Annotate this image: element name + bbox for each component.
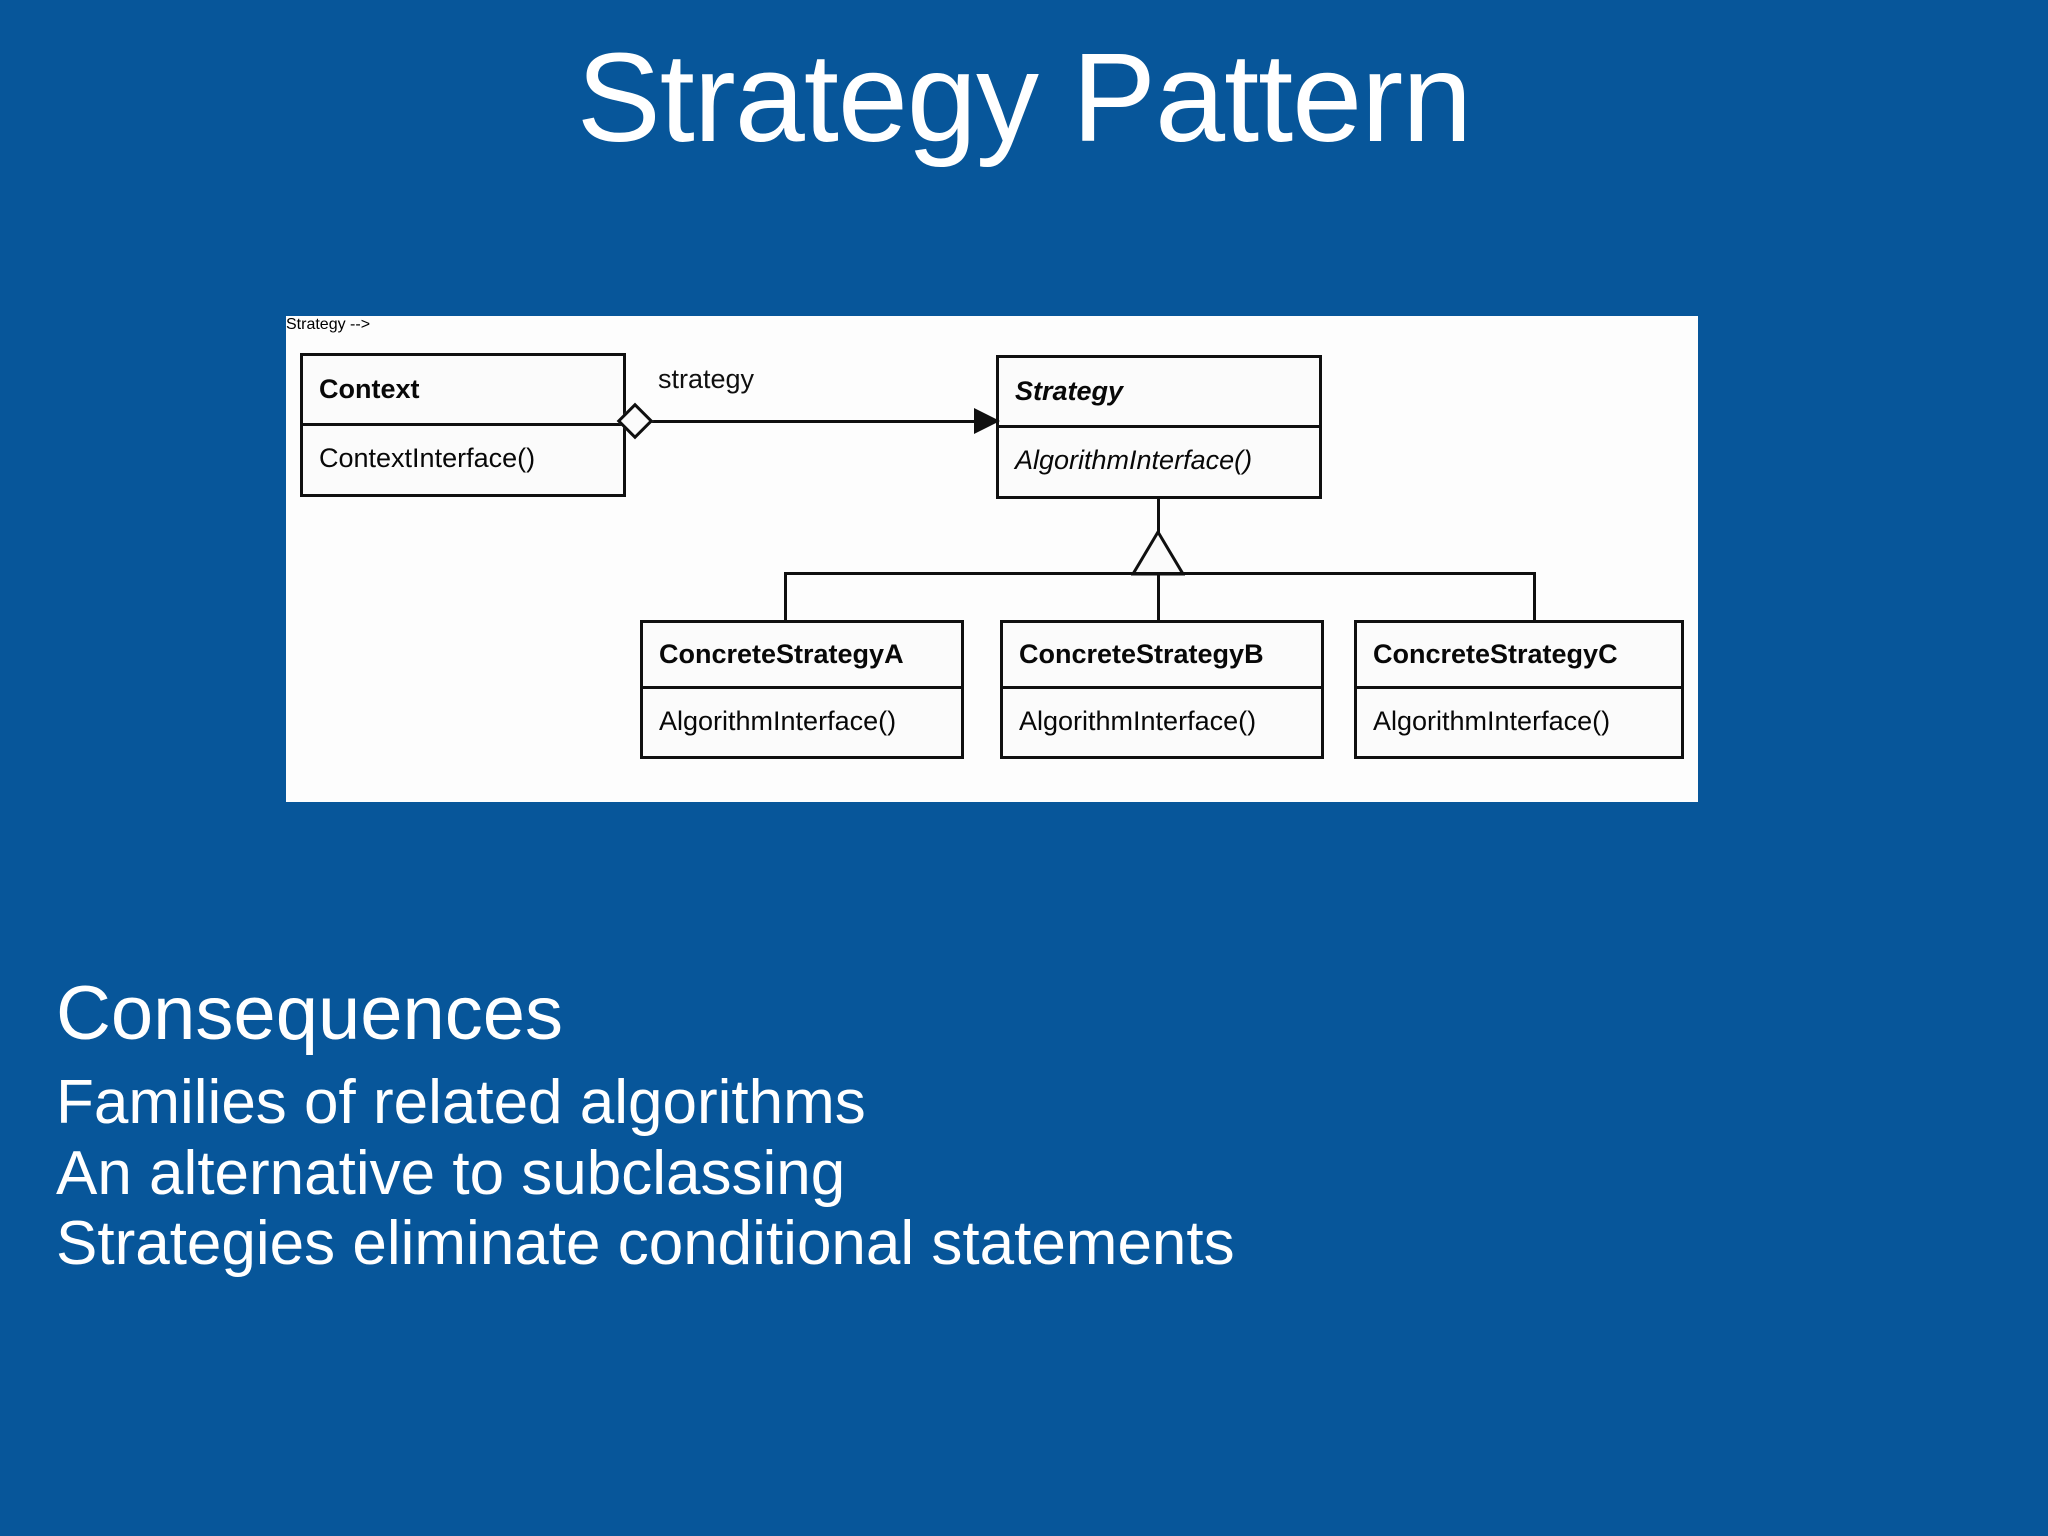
uml-class-concrete-strategy-b: ConcreteStrategyB AlgorithmInterface() bbox=[1000, 620, 1324, 759]
section-heading: Consequences bbox=[56, 971, 564, 1056]
uml-class-concrete-strategy-c: ConcreteStrategyC AlgorithmInterface() bbox=[1354, 620, 1684, 759]
page-title: Strategy Pattern bbox=[576, 27, 1473, 168]
uml-class-operations-context: ContextInterface() bbox=[319, 443, 536, 473]
inheritance-horizontal-bar bbox=[784, 572, 1536, 575]
uml-class-name-concrete-strategy-a: ConcreteStrategyA bbox=[643, 623, 961, 689]
uml-class-strategy: Strategy AlgorithmInterface() bbox=[996, 355, 1322, 499]
uml-class-name-concrete-strategy-c: ConcreteStrategyC bbox=[1357, 623, 1681, 689]
association-role-label: strategy bbox=[658, 364, 755, 394]
inheritance-drop-c bbox=[1533, 572, 1536, 622]
uml-class-name-context: Context bbox=[303, 356, 623, 426]
inheritance-drop-b bbox=[1157, 572, 1160, 622]
arrowhead-icon bbox=[974, 408, 1000, 434]
inheritance-triangle-icon bbox=[1131, 530, 1185, 576]
uml-class-context: Context ContextInterface() bbox=[300, 353, 626, 497]
uml-class-name-strategy: Strategy bbox=[999, 358, 1319, 428]
bullet-line-3: Strategies eliminate conditional stateme… bbox=[56, 1209, 1235, 1279]
uml-class-operations-concrete-strategy-b: AlgorithmInterface() bbox=[1019, 705, 1257, 736]
uml-class-concrete-strategy-a: ConcreteStrategyA AlgorithmInterface() bbox=[640, 620, 964, 759]
bullet-line-1: Families of related algorithms bbox=[56, 1068, 866, 1137]
inheritance-drop-a bbox=[784, 572, 787, 622]
content-block: Consequences Families of related algorit… bbox=[56, 976, 1956, 1280]
bullet-line-2: An alternative to subclassing bbox=[56, 1138, 846, 1208]
uml-class-operations-concrete-strategy-c: AlgorithmInterface() bbox=[1373, 705, 1611, 736]
aggregation-line bbox=[646, 420, 998, 423]
uml-class-diagram: Context ContextInterface() Strategy Algo… bbox=[286, 316, 1698, 802]
uml-class-operations-concrete-strategy-a: AlgorithmInterface() bbox=[659, 705, 897, 736]
uml-class-operations-strategy: AlgorithmInterface() bbox=[1015, 445, 1253, 475]
uml-class-name-concrete-strategy-b: ConcreteStrategyB bbox=[1003, 623, 1321, 689]
